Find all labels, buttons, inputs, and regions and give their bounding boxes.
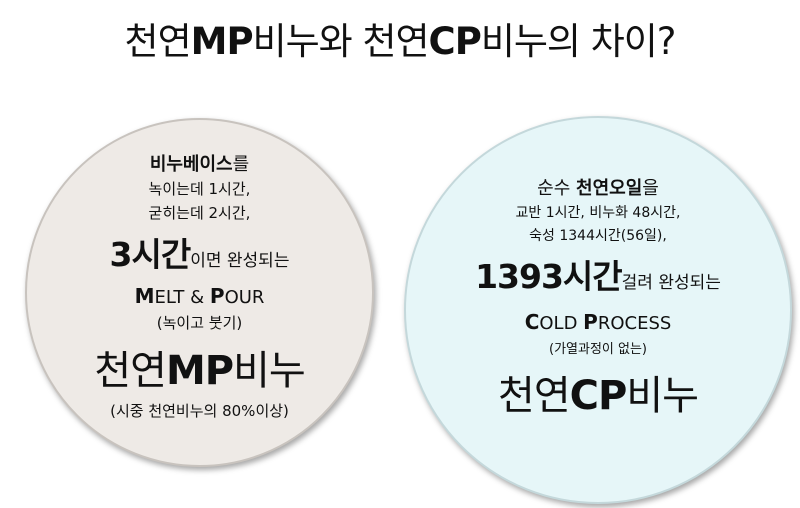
mp-method-m: M [134, 284, 155, 308]
cp-line-cure: 숙성 1344시간(56일), [529, 228, 667, 244]
title-cp: CP [428, 20, 482, 63]
mp-line-melt-time: 녹이는데 1시간, [148, 180, 251, 198]
mp-soap-name: 천연MP비누 [27, 338, 372, 396]
cp-text: 순수 [537, 178, 577, 199]
cp-natural-oil: 천연오일 [576, 178, 643, 199]
mp-name-part: 비누 [233, 348, 306, 394]
cp-name-bold: CP [569, 373, 628, 419]
page-title: 천연MP비누와 천연CP비누의 차이? [0, 12, 800, 72]
mp-line-base: 비누베이스를 [27, 150, 372, 176]
mp-name-bold: MP [165, 348, 234, 394]
mp-total-hours: 3시간 [109, 235, 192, 274]
mp-soap-base: 비누베이스 [149, 154, 233, 175]
mp-method-text: OUR [224, 287, 265, 308]
mp-method-text: ELT & [154, 287, 210, 308]
cp-line-total: 1393시간걸려 완성되는 [406, 250, 790, 298]
cp-method-p: P [583, 310, 598, 334]
mp-method-desc: (녹이고 붓기) [156, 314, 243, 332]
mp-text: 를 [232, 154, 250, 175]
mp-method: MELT & POUR [27, 284, 372, 308]
cp-method-c: C [524, 310, 540, 334]
mp-line-harden-time: 굳히는데 2시간, [148, 204, 251, 222]
title-part: 비누의 차이? [480, 20, 677, 63]
cp-soap-name: 천연CP비누 [406, 363, 790, 421]
cp-method-text: ROCESS [597, 313, 672, 334]
mp-soap-circle: 비누베이스를 녹이는데 1시간, 굳히는데 2시간, 3시간이면 완성되는 ME… [25, 118, 374, 467]
cp-method: COLD PROCESS [406, 310, 790, 334]
cp-method-text: OLD [539, 313, 584, 334]
mp-name-part: 천연 [94, 348, 167, 394]
title-part: 천연 [124, 20, 192, 63]
cp-name-part: 비누 [626, 373, 699, 419]
mp-market-note: (시중 천연비누의 80%이상) [110, 402, 289, 420]
cp-soap-circle: 순수 천연오일을 교반 1시간, 비누화 48시간, 숙성 1344시간(56일… [404, 116, 792, 504]
cp-line-stir-saponify: 교반 1시간, 비누화 48시간, [515, 205, 681, 221]
cp-line-oil: 순수 천연오일을 [406, 174, 790, 200]
cp-name-part: 천연 [498, 373, 571, 419]
cp-text: 걸려 완성되는 [621, 273, 721, 293]
cp-text: 을 [642, 178, 659, 199]
cp-method-desc: (가열과정이 없는) [549, 342, 647, 357]
title-part: 비누와 천연 [252, 20, 430, 63]
mp-text: 이면 완성되는 [190, 251, 290, 271]
title-mp: MP [190, 20, 254, 63]
cp-total-hours: 1393시간 [475, 257, 623, 296]
mp-line-total: 3시간이면 완성되는 [27, 228, 372, 276]
mp-method-p: P [209, 284, 225, 308]
